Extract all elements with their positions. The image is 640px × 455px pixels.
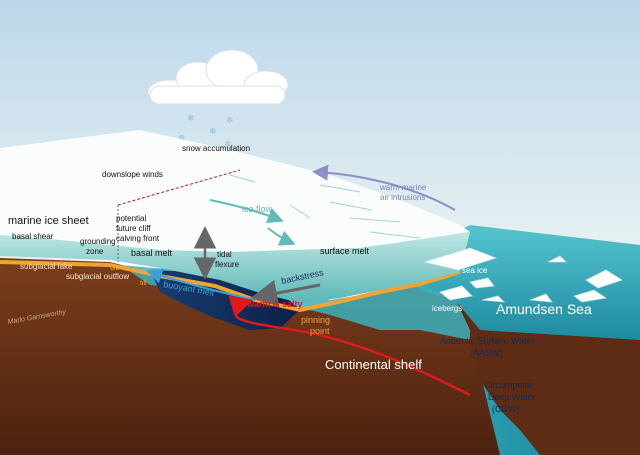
label-warm-salty: warm & salty [246, 299, 303, 309]
label-aasw: Antarctic Surface Water [440, 336, 535, 346]
label-marine-ice-sheet: marine ice sheet [8, 215, 89, 227]
ice-crevasses [229, 174, 421, 239]
cdw-current-arrow [228, 295, 471, 397]
label-basal-melt: basal melt [131, 248, 173, 258]
label-future-cliff: future cliff [116, 224, 151, 233]
ice-flow-arrow [209, 199, 284, 223]
svg-text:❄: ❄ [226, 116, 234, 126]
potential-cliff-line [117, 169, 241, 206]
label-zone: zone [86, 247, 104, 256]
label-sea-ice: sea ice [462, 266, 488, 275]
label-deep-water: Deep Water [488, 392, 536, 402]
ice-flow-arrow-2 [267, 227, 296, 246]
ice-sheet-surface [0, 130, 470, 252]
label-basal-shear: basal shear [12, 232, 54, 241]
label-flexure: flexure [215, 260, 240, 269]
label-subglacial-outflow: subglacial outflow [66, 272, 129, 281]
label-subglacial-lake: subglacial lake [20, 262, 73, 271]
svg-text:❄: ❄ [209, 127, 217, 137]
label-surface-melt: surface melt [320, 246, 370, 256]
label-icebergs: icebergs [432, 304, 462, 313]
label-grounding: grounding [80, 237, 116, 246]
label-tidal: tidal [217, 250, 232, 259]
label-air-intrusions: air intrusions [380, 193, 425, 202]
label-potential: potential [116, 214, 146, 223]
label-cdw-abbr: (CDW) [492, 404, 520, 414]
label-amundsen-sea: Amundsen Sea [496, 301, 592, 317]
label-calving-front: calving front [116, 234, 160, 243]
warm-marine-air-arrow [312, 164, 456, 211]
svg-text:❄: ❄ [187, 114, 195, 124]
label-pinning: pinning [301, 315, 330, 325]
label-aasw-abbr: (AASW) [470, 348, 503, 358]
label-till: till [140, 280, 147, 287]
label-downslope-winds: downslope winds [102, 170, 163, 179]
label-snow-accumulation: snow accumulation [182, 144, 250, 153]
ice-shelf-face [0, 232, 470, 303]
cloud-icon [147, 49, 289, 105]
icebergs [422, 247, 623, 303]
label-cdw: Circumpolar [484, 380, 533, 390]
backstress-arrow [250, 279, 321, 307]
warm-water-cavity [150, 270, 300, 330]
label-ice-flow: ice flow [242, 204, 273, 214]
label-warm-marine: warm marine [379, 183, 427, 192]
svg-text:❄: ❄ [178, 134, 186, 144]
svg-text:❄: ❄ [224, 140, 232, 150]
label-gl: GL [110, 265, 119, 272]
label-point: point [310, 326, 330, 336]
label-continental-shelf: Continental shelf [325, 357, 422, 372]
